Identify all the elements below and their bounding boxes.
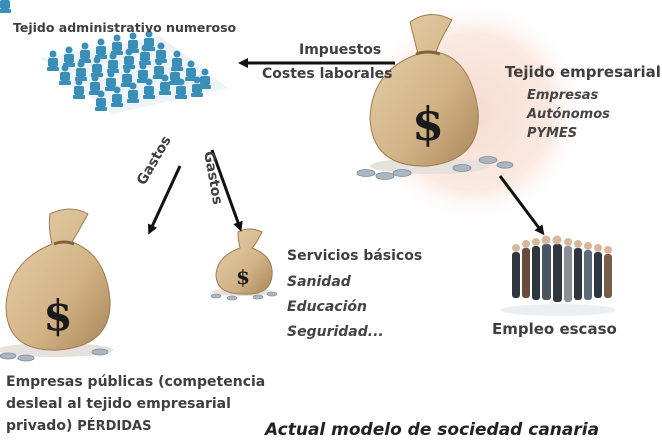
office-chairs-icon: [0, 0, 228, 114]
empleo-title: Empleo escaso: [492, 320, 617, 338]
servicios-item: Seguridad...: [287, 324, 384, 340]
arrow-icon-gasto-right: [210, 149, 243, 232]
dollar-sign-icon: $: [43, 291, 72, 340]
admin-title: Tejido administrativo numeroso: [13, 20, 237, 35]
money-bag-icon-empresarial: $: [369, 14, 490, 174]
arrow-icon-gasto-left: [147, 165, 182, 235]
publicas-loss: PÉRDIDAS: [77, 419, 152, 434]
money-bag-icon-servicios: $: [212, 228, 273, 296]
empresarial-title: Tejido empresarial: [505, 63, 661, 81]
dollar-sign-icon: $: [236, 265, 250, 289]
servicios-item: Sanidad: [287, 274, 351, 290]
coins-icon: [210, 291, 278, 301]
impuestos-label: Impuestos: [299, 42, 382, 58]
costes-label: Costes laborales: [262, 66, 393, 82]
money-bag-icon-publicas: $: [0, 208, 113, 357]
empresarial-item: PYMES: [527, 126, 578, 141]
publicas-line3: privado): [6, 418, 73, 434]
publicas-line: desleal al tejido empresarial: [6, 396, 231, 412]
publicas-line: Empresas públicas (competencia: [6, 374, 266, 390]
publicas-title: Empresas públicas (competencia desleal a…: [6, 371, 306, 438]
arrow-icon-empleo: [498, 175, 545, 236]
servicios-items: Sanidad Educación Seguridad...: [287, 270, 384, 345]
empresarial-items: Empresas Autónomos PYMES: [527, 86, 610, 143]
empresarial-item: Empresas: [527, 88, 599, 103]
coins-icon: [0, 348, 109, 362]
people-crowd-icon: [500, 235, 616, 316]
servicios-item: Educación: [287, 299, 367, 315]
coins-icon: [356, 156, 514, 180]
servicios-title: Servicios básicos: [287, 248, 423, 264]
caption: Actual modelo de sociedad canaria: [265, 420, 600, 440]
publicas-line: privado) PÉRDIDAS: [6, 415, 306, 438]
dollar-sign-icon: $: [412, 97, 444, 151]
empresarial-item: Autónomos: [527, 107, 610, 122]
